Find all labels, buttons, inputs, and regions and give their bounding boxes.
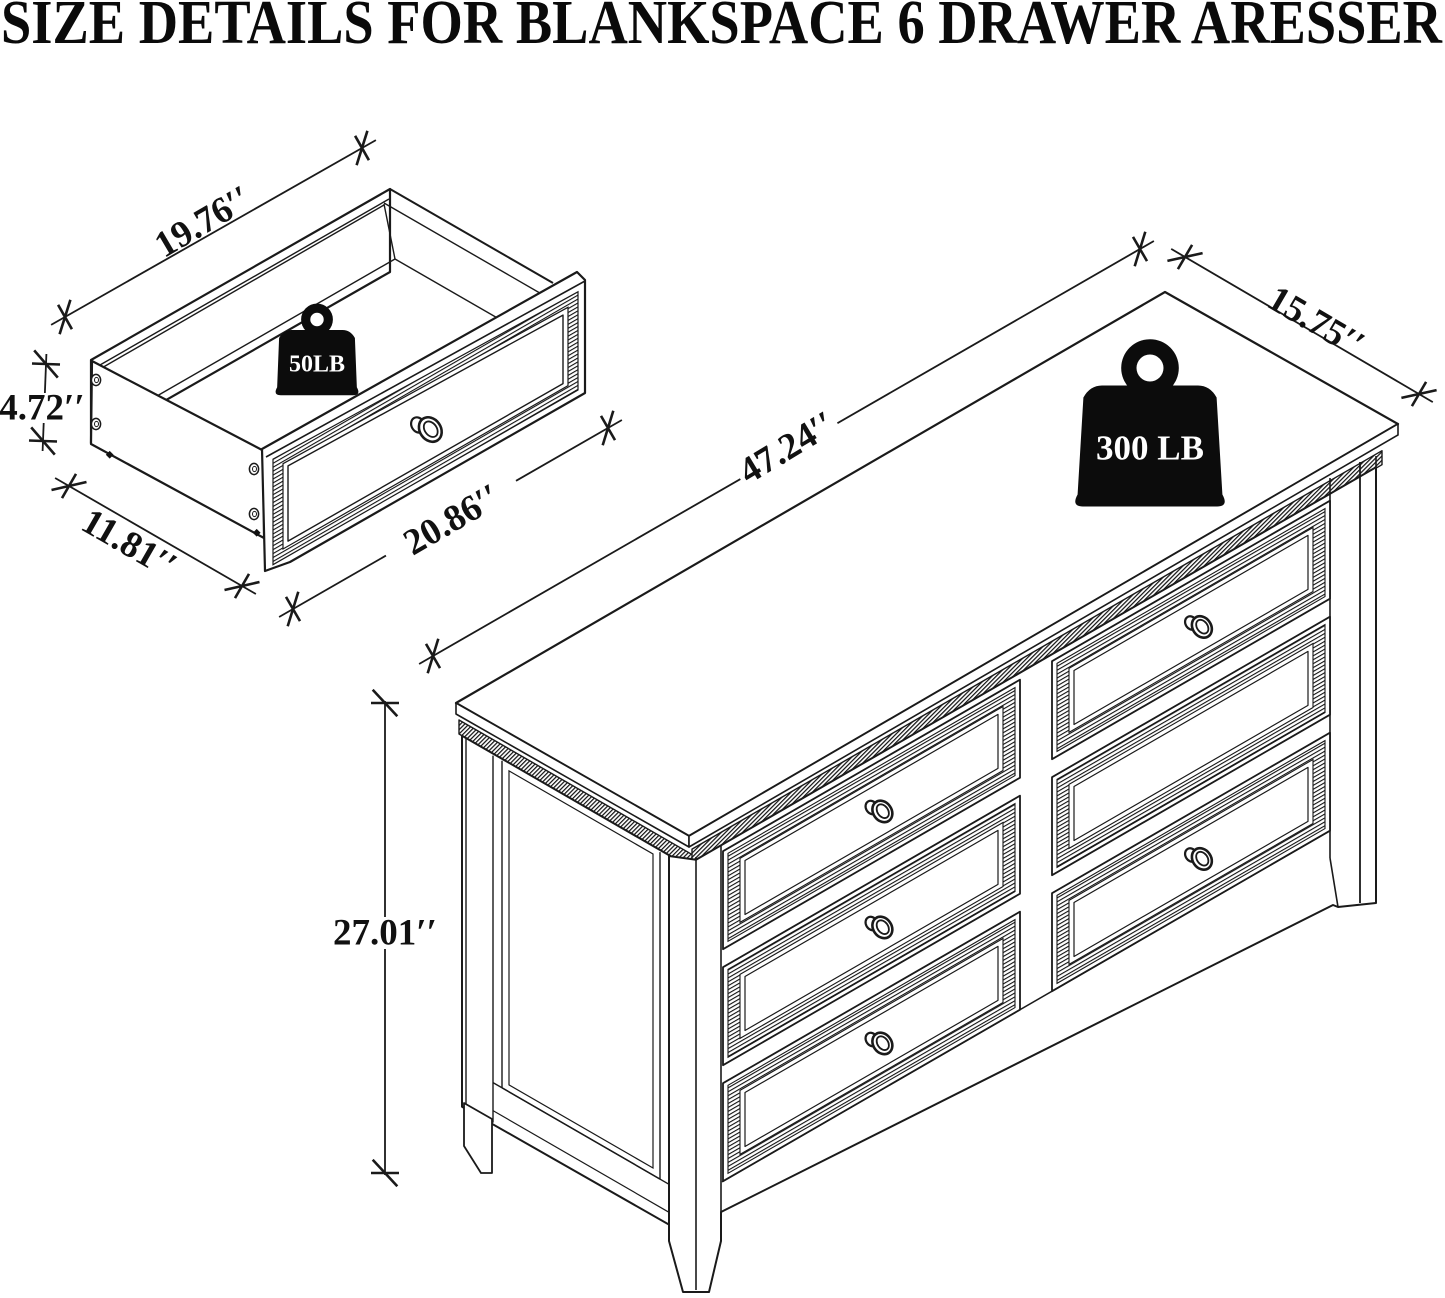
svg-text:300 LB: 300 LB [1096,429,1204,468]
svg-text:4.72′′: 4.72′′ [0,388,85,429]
svg-text:50LB: 50LB [289,352,345,378]
svg-text:SIZE DETAILS FOR BLANKSPACE 6: SIZE DETAILS FOR BLANKSPACE 6 DRAWER ARE… [1,0,1443,57]
svg-text:27.01′′: 27.01′′ [333,913,437,954]
